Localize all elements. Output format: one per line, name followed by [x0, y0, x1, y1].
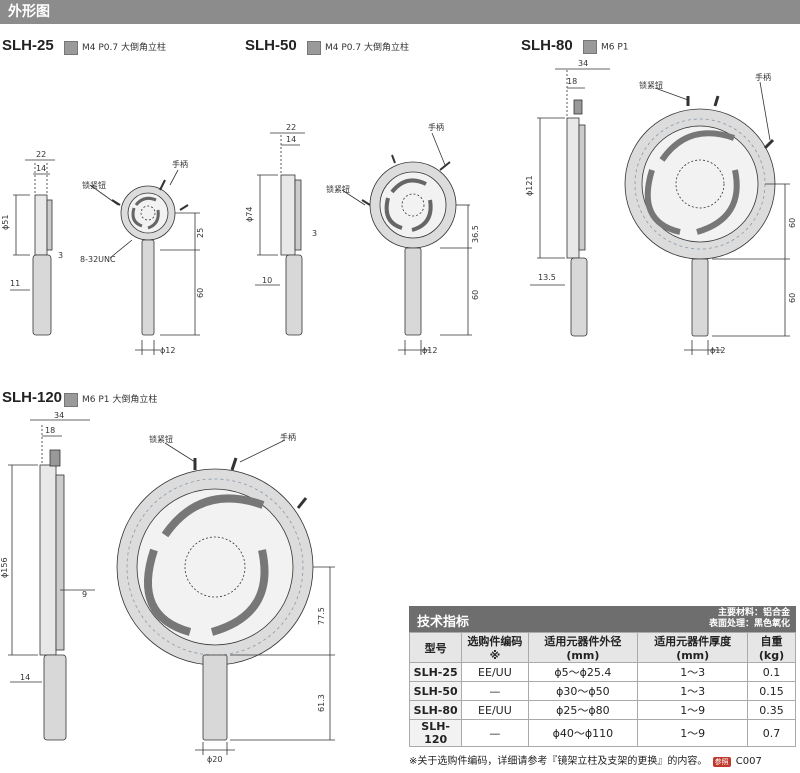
dim-slh50-365: 36.5 [471, 225, 480, 243]
table-row: SLH-25 EE/UU ϕ5〜ϕ25.4 1〜3 0.1 [408, 662, 796, 682]
label-handle-120: 手柄 [280, 432, 296, 442]
spec-table: 型号 选购件编码※ 适用元器件外径(mm) 适用元器件厚度(mm) 自重(kg)… [408, 632, 796, 747]
dim-slh120-9: 9 [82, 590, 87, 599]
dim-slh25-60: 60 [196, 288, 205, 298]
dim-slh80-34: 34 [578, 59, 588, 68]
col-option-code: 选购件编码※ [461, 632, 529, 663]
slh120-side-view [8, 419, 95, 741]
dim-slh80-60b: 60 [788, 293, 797, 303]
dim-slh25-22: 22 [36, 150, 46, 159]
model-title-slh120: SLH-120 [2, 389, 63, 406]
spec-table-title: 技术指标 [417, 615, 470, 630]
dim-slh50-14: 14 [286, 135, 296, 144]
cell-thickness: 1〜9 [637, 719, 749, 747]
slh25-front-view [89, 169, 200, 355]
spec-table-header: 技术指标 主要材料：铝合金表面处理：黑色氧化 [409, 606, 796, 632]
label-lock-knob-80: 锁紧钮 [639, 80, 663, 90]
cell-weight: 0.35 [747, 700, 796, 720]
col-outer-diameter: 适用元器件外径(mm) [527, 632, 639, 663]
label-handle-80: 手柄 [755, 72, 771, 82]
cell-thickness: 1〜9 [637, 700, 749, 720]
cell-option: EE/UU [461, 662, 529, 682]
model-note-slh25: M4 P0.7 大倒角立柱 [64, 40, 166, 55]
footnote: ※关于选购件编码，详细请参考『镜架立柱及支架的更换』的内容。 参照 C007 [409, 756, 762, 767]
dim-slh25-11: 11 [10, 279, 20, 288]
cell-thickness: 1〜3 [637, 681, 749, 701]
dim-slh120-775: 77.5 [317, 607, 326, 625]
dim-slh120-20: ϕ20 [207, 755, 222, 764]
cell-weight: 0.7 [747, 719, 796, 747]
cell-model: SLH-80 [408, 700, 463, 720]
cell-model: SLH-25 [408, 662, 463, 682]
model-note-slh80: M6 P1 [583, 40, 629, 54]
dim-slh80-121: ϕ121 [525, 175, 534, 196]
dim-slh50-10: 10 [262, 276, 272, 285]
slh120-front-view [116, 439, 335, 755]
dim-slh120-613: 61.3 [317, 694, 326, 712]
slh50-front-view [341, 132, 472, 355]
model-note-slh120: M6 P1 大倒角立柱 [64, 392, 157, 407]
reference-badge: 参照 [712, 757, 731, 767]
cell-weight: 0.15 [747, 681, 796, 701]
dim-slh25-25: 25 [196, 228, 205, 238]
dim-slh120-14: 14 [20, 673, 30, 682]
dim-slh50-22: 22 [286, 123, 296, 132]
dim-slh50-3: 3 [312, 229, 317, 238]
cell-model: SLH-50 [408, 681, 463, 701]
model-title-slh25: SLH-25 [2, 37, 54, 54]
dim-slh80-135: 13.5 [538, 273, 556, 282]
label-lock-knob-25: 锁紧钮 [82, 180, 106, 190]
slh25-side-view [10, 159, 55, 336]
dim-slh25-3: 3 [58, 251, 63, 260]
cell-model: SLH-120 [408, 719, 463, 747]
cell-thickness: 1〜3 [637, 662, 749, 682]
dim-slh80-60a: 60 [788, 218, 797, 228]
dim-slh25-14: 14 [36, 164, 46, 173]
post-icon [307, 40, 321, 55]
reference-code[interactable]: C007 [735, 756, 762, 767]
post-icon [583, 40, 597, 54]
col-model: 型号 [408, 632, 463, 663]
model-note-slh50: M4 P0.7 大倒角立柱 [307, 40, 409, 55]
slh80-front-view [624, 81, 790, 355]
section-header: 外形图 [0, 0, 800, 24]
dim-slh120-34: 34 [54, 411, 64, 420]
cell-diameter: ϕ30〜ϕ50 [527, 681, 639, 701]
cell-option: EE/UU [461, 700, 529, 720]
cell-option: — [461, 719, 529, 747]
dim-slh25-51: ϕ51 [1, 215, 10, 230]
cell-option: — [461, 681, 529, 701]
dim-slh80-12: ϕ12 [710, 346, 725, 355]
cell-weight: 0.1 [747, 662, 796, 682]
label-thread-25: 8-32UNC [80, 255, 116, 264]
cell-diameter: ϕ25〜ϕ80 [527, 700, 639, 720]
table-row: SLH-120 — ϕ40〜ϕ110 1〜9 0.7 [408, 719, 796, 747]
post-icon [64, 40, 78, 55]
model-title-slh80: SLH-80 [521, 37, 573, 54]
model-title-slh50: SLH-50 [245, 37, 297, 54]
label-lock-knob-50: 锁紧钮 [326, 184, 350, 194]
slh50-side-view [255, 132, 305, 336]
dim-slh50-74: ϕ74 [245, 207, 254, 222]
table-row: SLH-50 — ϕ30〜ϕ50 1〜3 0.15 [408, 681, 796, 701]
label-handle-25: 手柄 [172, 159, 188, 169]
dim-slh120-156: ϕ156 [0, 557, 9, 578]
dim-slh50-60: 60 [471, 290, 480, 300]
label-lock-knob-120: 锁紧钮 [149, 434, 173, 444]
dim-slh120-18: 18 [45, 426, 55, 435]
dim-slh50-12: ϕ12 [422, 346, 437, 355]
table-row: SLH-80 EE/UU ϕ25〜ϕ80 1〜9 0.35 [408, 700, 796, 720]
col-weight: 自重(kg) [747, 632, 796, 663]
cell-diameter: ϕ5〜ϕ25.4 [527, 662, 639, 682]
dim-slh25-12: ϕ12 [160, 346, 175, 355]
cell-diameter: ϕ40〜ϕ110 [527, 719, 639, 747]
post-icon [64, 392, 78, 407]
label-handle-50: 手柄 [428, 122, 444, 132]
slh80-side-view [530, 68, 610, 337]
dim-slh80-18: 18 [567, 77, 577, 86]
col-thickness: 适用元器件厚度(mm) [637, 632, 749, 663]
spec-material: 主要材料：铝合金表面处理：黑色氧化 [708, 608, 790, 629]
